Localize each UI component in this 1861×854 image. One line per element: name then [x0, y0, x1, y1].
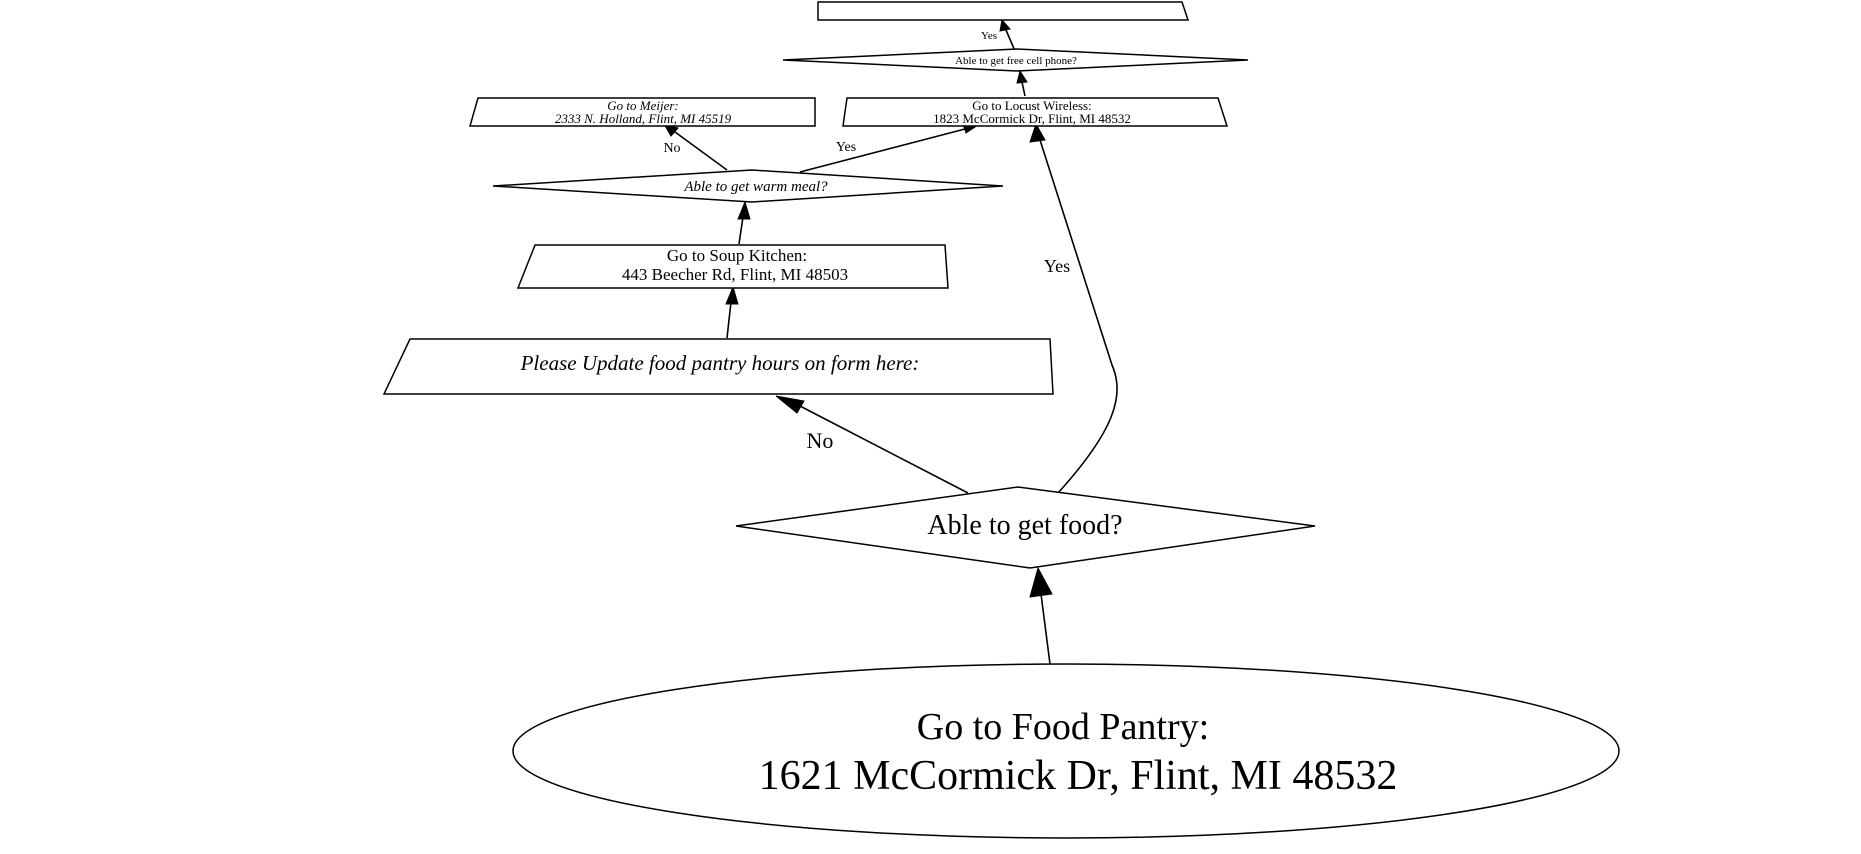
arrow-phone-yes: [999, 18, 1011, 32]
arrow-soup-to-meal: [737, 200, 751, 220]
edge-label-phone-yes: Yes: [981, 30, 997, 42]
edge-update-to-soup: [726, 301, 732, 339]
arrow-update-to-soup: [725, 285, 739, 305]
arrow-pantry-to-food: [1029, 566, 1053, 598]
arrow-food-no: [775, 395, 805, 414]
food-pantry-line1: Go to Food Pantry:: [917, 706, 1209, 748]
edge-label-meal-no: No: [663, 141, 680, 156]
meijer-node: [469, 97, 816, 127]
locust-wireless-line1: Go to Locust Wireless:: [972, 98, 1091, 113]
edge-phone-yes: [1005, 29, 1016, 52]
edge-food-no: [799, 405, 969, 494]
cell-phone-label: Able to get free cell phone?: [955, 55, 1077, 67]
edge-label-meal-yes: Yes: [836, 140, 856, 155]
locust-wireless-node: [842, 97, 1229, 127]
cell-phone-decision: [782, 48, 1249, 72]
soup-kitchen-node: [516, 244, 949, 289]
warm-meal-decision: [492, 169, 1004, 203]
arrow-wireless-to-phone: [1016, 69, 1028, 84]
edge-wireless-to-phone: [1021, 81, 1026, 97]
arrow-food-yes: [1029, 122, 1046, 143]
food-decision-label: Able to get food?: [927, 510, 1122, 541]
edge-food-yes: [1039, 139, 1118, 494]
edge-meal-yes: [799, 128, 966, 173]
soup-kitchen-line1: Go to Soup Kitchen:: [667, 246, 807, 265]
locust-wireless-line2: 1823 McCormick Dr, Flint, MI 48532: [933, 111, 1131, 126]
update-hours-node: [382, 338, 1054, 395]
warm-meal-label: Able to get warm meal?: [683, 179, 828, 195]
edge-label-food-no: No: [807, 428, 834, 453]
meijer-line1: Go to Meijer:: [607, 98, 678, 113]
food-pantry-node: [512, 663, 1620, 839]
food-pantry-line2: 1621 McCormick Dr, Flint, MI 48532: [759, 753, 1398, 799]
edge-meal-no: [674, 131, 728, 171]
edge-soup-to-meal: [738, 216, 744, 245]
meijer-line2: 2333 N. Holland, Flint, MI 45519: [555, 111, 732, 126]
soup-kitchen-line2: 443 Beecher Rd, Flint, MI 48503: [622, 265, 848, 284]
edge-label-food-yes: Yes: [1044, 256, 1070, 276]
edge-pantry-to-food: [1040, 593, 1051, 665]
update-hours-label: Please Update food pantry hours on form …: [520, 351, 920, 375]
food-decision: [735, 486, 1316, 569]
top-box-node: [817, 1, 1190, 21]
